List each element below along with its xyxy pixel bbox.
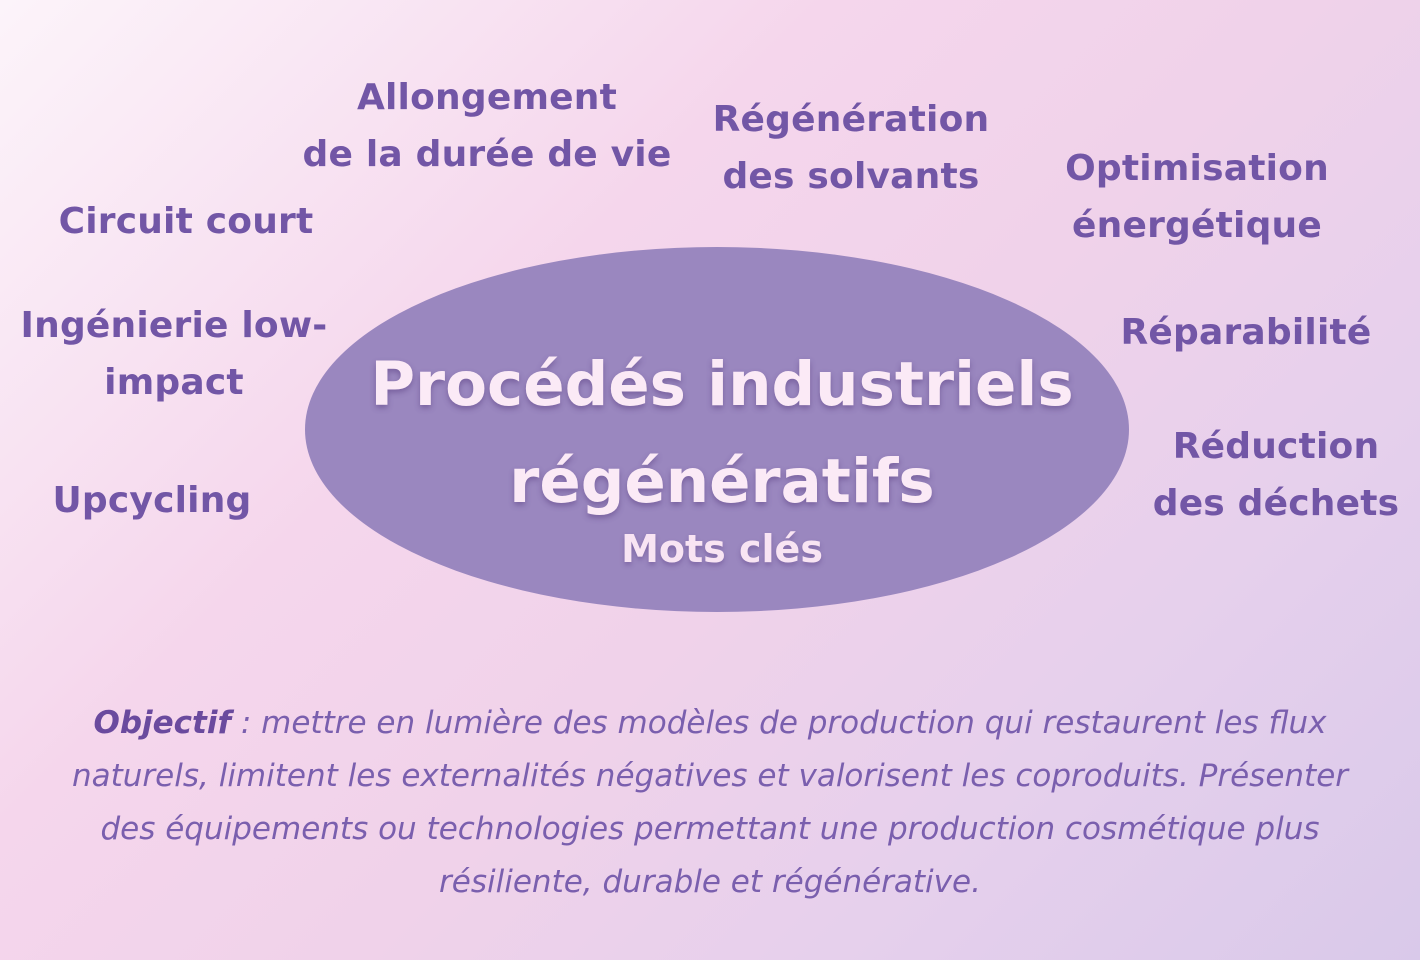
central-title-line-1: Procédés industriels bbox=[370, 349, 1074, 420]
keyword-line: Ingénierie low- bbox=[20, 305, 328, 346]
central-subtitle: Mots clés bbox=[621, 527, 823, 571]
keyword-upcycling: Upcycling bbox=[52, 472, 251, 529]
keyword-line: des déchets bbox=[1152, 483, 1400, 524]
keyword-line: Régénération bbox=[712, 99, 990, 140]
keyword-reduction-dechets: Réduction des déchets bbox=[1153, 418, 1400, 532]
objective-paragraph: Objectif : mettre en lumière des modèles… bbox=[40, 697, 1380, 909]
objective-text: : mettre en lumière des modèles de produ… bbox=[71, 705, 1349, 900]
keyword-regeneration-solvants: Régénération des solvants bbox=[713, 91, 990, 205]
keyword-reparabilite: Réparabilité bbox=[1120, 304, 1371, 361]
keyword-line: Circuit court bbox=[58, 201, 314, 242]
keyword-allongement: Allongement de la durée de vie bbox=[303, 69, 672, 183]
central-ellipse bbox=[305, 247, 1129, 612]
keyword-line: Allongement bbox=[356, 77, 618, 118]
keyword-circuit-court: Circuit court bbox=[59, 193, 314, 250]
keyword-line: impact bbox=[104, 362, 244, 403]
keyword-line: Upcycling bbox=[52, 480, 252, 521]
keyword-line: des solvants bbox=[722, 156, 980, 197]
keyword-ingenierie-low-impact: Ingénierie low- impact bbox=[21, 297, 328, 411]
objective-lead: Objectif bbox=[93, 705, 231, 741]
keyword-line: Optimisation bbox=[1065, 148, 1329, 189]
keyword-line: énergétique bbox=[1072, 205, 1322, 246]
central-title-line-2: régénératifs bbox=[509, 446, 935, 517]
keyword-line: Réduction bbox=[1172, 426, 1380, 467]
keyword-optimisation-energetique: Optimisation énergétique bbox=[1065, 140, 1329, 254]
keyword-line: de la durée de vie bbox=[302, 134, 672, 175]
keyword-line: Réparabilité bbox=[1120, 312, 1372, 353]
central-title: Procédés industriels régénératifs bbox=[332, 336, 1112, 530]
